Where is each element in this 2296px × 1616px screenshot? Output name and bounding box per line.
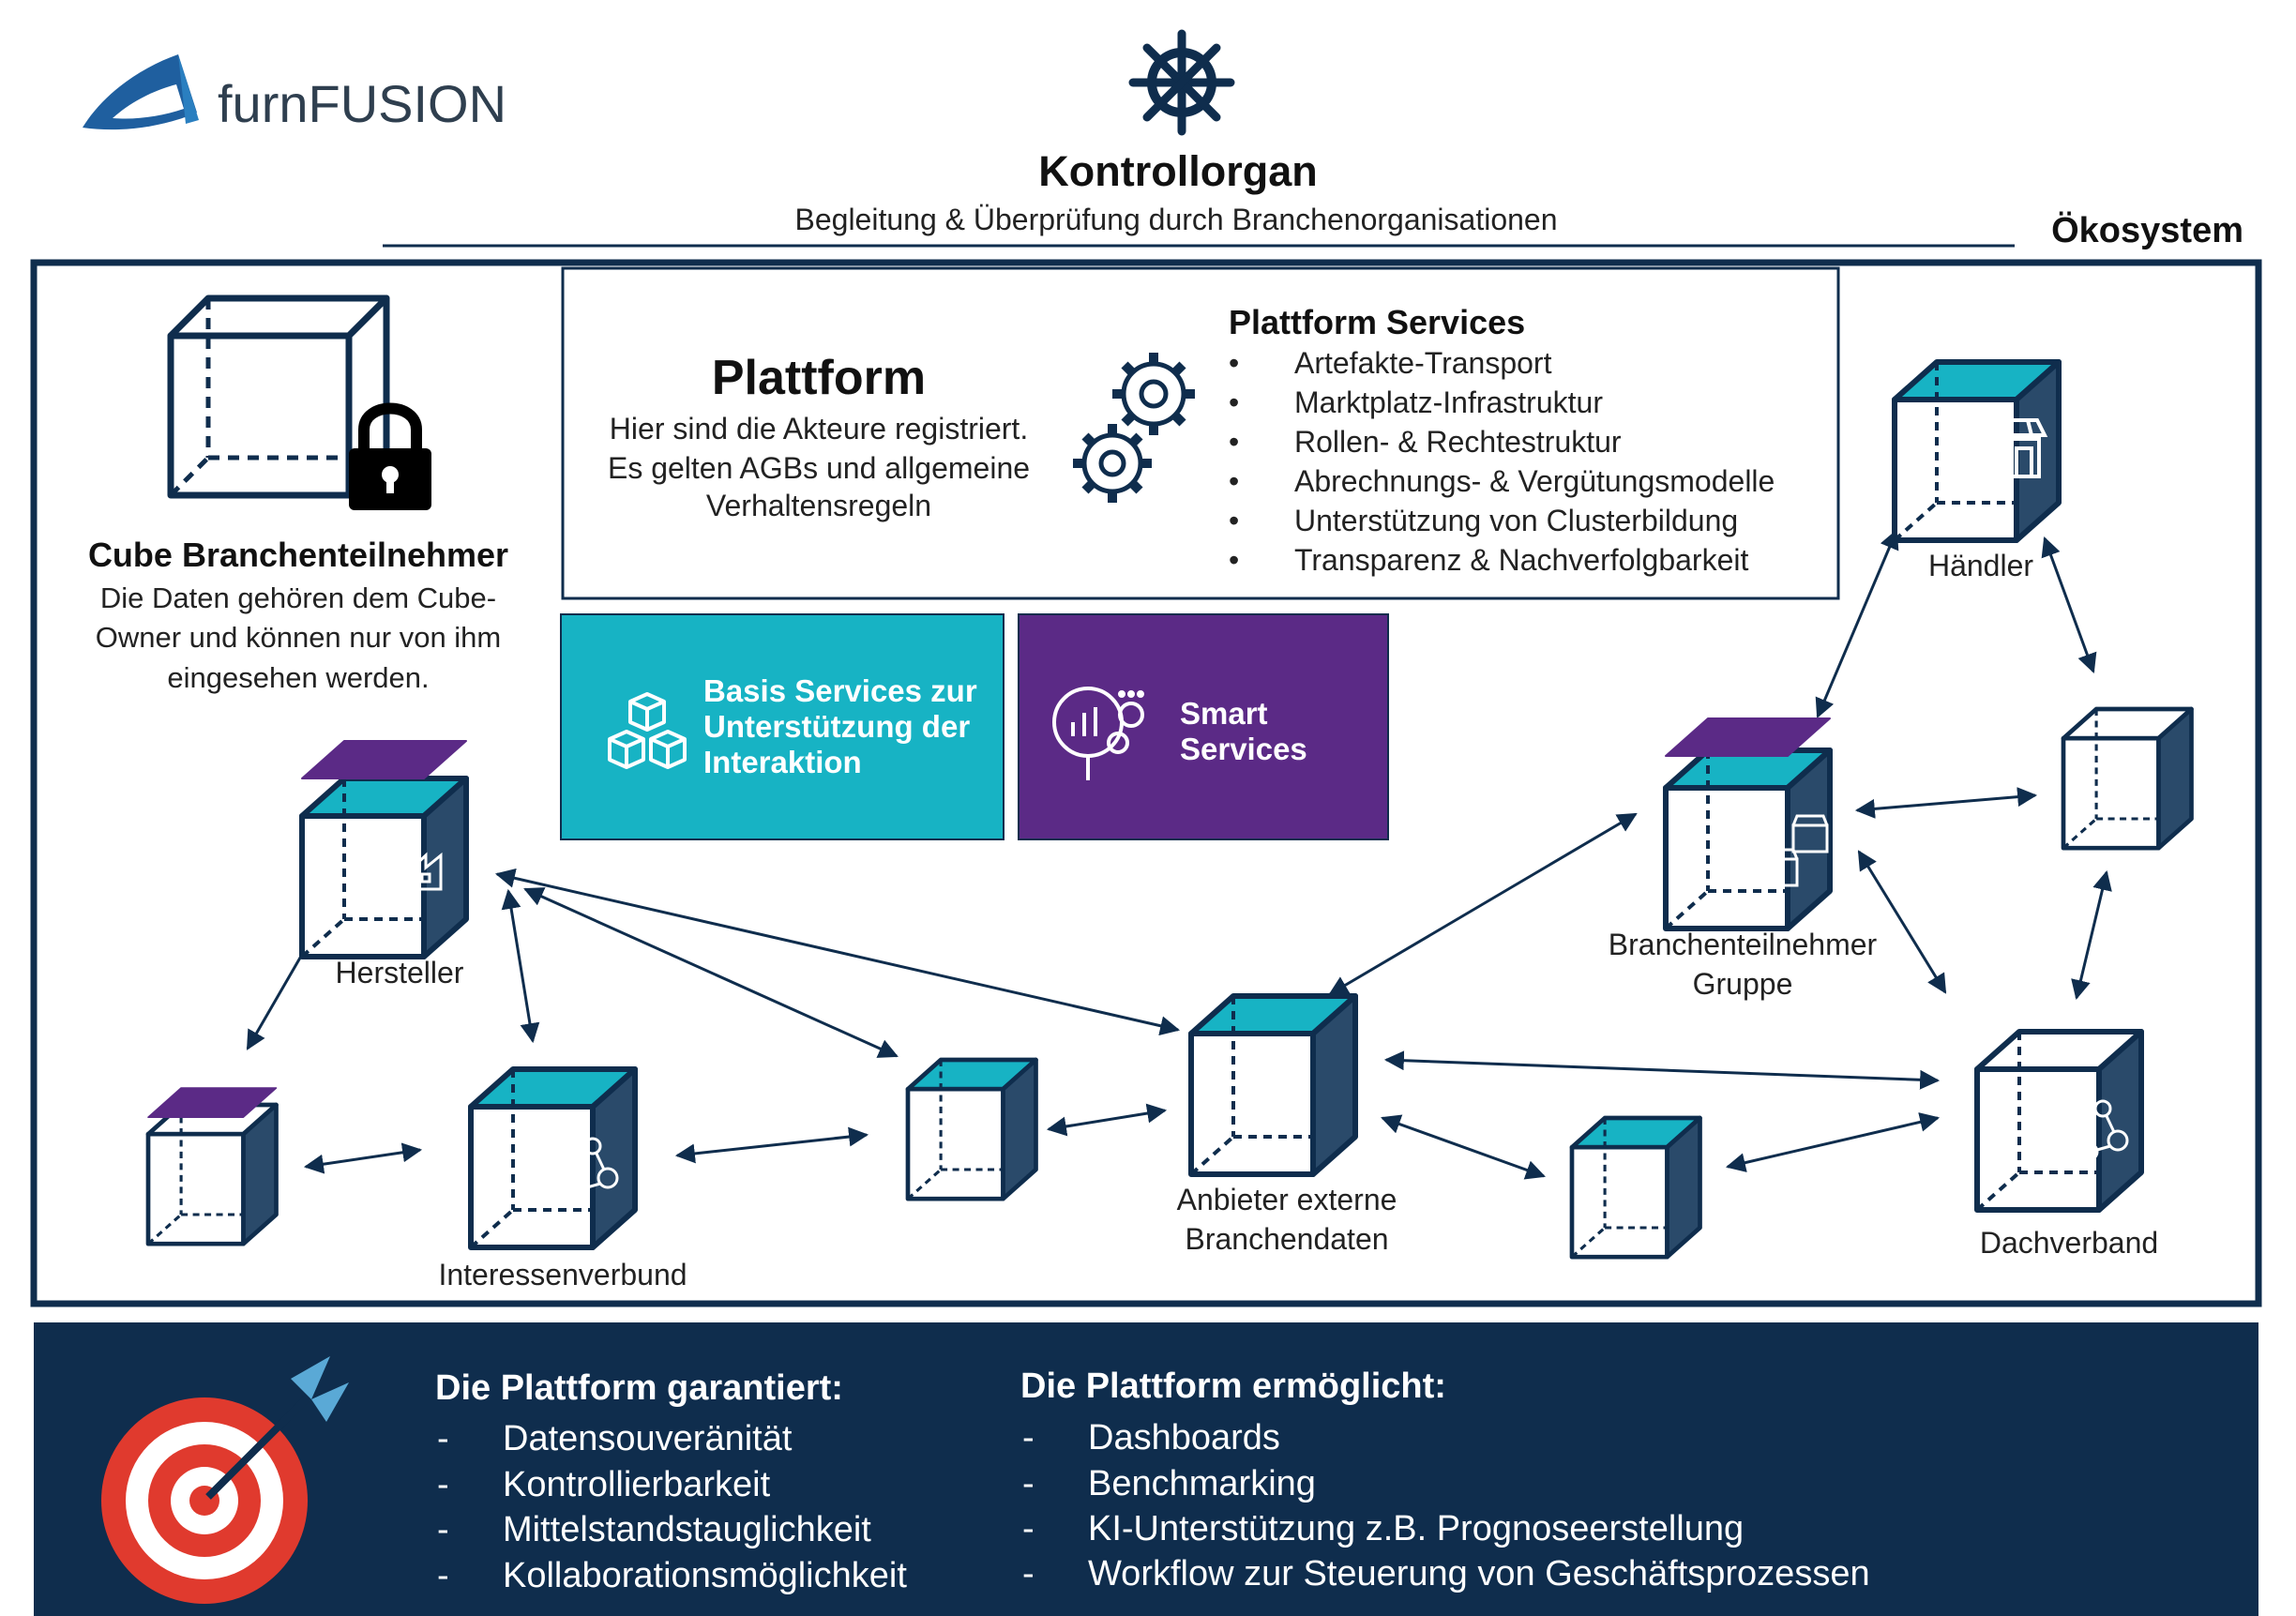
node-cube-small[interactable] <box>2063 709 2192 848</box>
service-item: Unterstützung von Clusterbildung <box>1294 504 1738 537</box>
platform-services-title: Plattform Services <box>1229 303 1525 341</box>
svg-text:•: • <box>1229 425 1239 459</box>
svg-text:-: - <box>1022 1418 1035 1457</box>
svg-text:-: - <box>437 1465 449 1504</box>
svg-text:-: - <box>437 1419 449 1458</box>
factory-icon <box>383 838 443 891</box>
ermoeglicht-title: Die Plattform ermöglicht: <box>1020 1367 1446 1406</box>
node-label: Branchenteilnehmer <box>1609 928 1878 961</box>
svg-text:-: - <box>1022 1554 1035 1593</box>
svg-text:•: • <box>1229 385 1239 419</box>
node-label: Interessenverbund <box>438 1258 687 1291</box>
basis-services-line: Unterstützung der <box>703 709 970 744</box>
node-interessenverbund[interactable]: Interessenverbund <box>438 1069 687 1291</box>
node-label: Anbieter externe <box>1177 1183 1397 1216</box>
node-cube-small[interactable] <box>1572 1118 1700 1257</box>
node-label: Branchendaten <box>1185 1222 1388 1256</box>
ermoeglicht-item: Dashboards <box>1088 1418 1280 1457</box>
service-item: Artefakte-Transport <box>1294 346 1552 380</box>
analytics-icon <box>1052 687 1144 780</box>
svg-text:-: - <box>1022 1509 1035 1548</box>
ermoeglicht-item: KI-Unterstützung z.B. Prognoseerstellung <box>1088 1509 1744 1548</box>
ermoeglicht-item: Benchmarking <box>1088 1464 1316 1503</box>
platform-desc-line: Es gelten AGBs und allgemeine <box>608 451 1030 485</box>
header-title: Kontrollorgan <box>1038 147 1317 195</box>
node-branchenteilnehmer-gruppe[interactable]: Branchenteilnehmer Gruppe <box>1609 717 1878 1001</box>
stores-icon <box>1745 805 1829 887</box>
node-haendler[interactable]: Händler <box>1895 362 2059 582</box>
cube-owner-desc-line: Owner und können nur von ihm <box>96 621 502 654</box>
svg-text:•: • <box>1229 464 1239 498</box>
cube-owner-desc-line: eingesehen werden. <box>167 661 429 694</box>
basis-services-line: Basis Services zur <box>703 673 977 708</box>
brand-logo[interactable]: furnFUSION <box>83 54 506 133</box>
cubes-icon <box>608 692 687 769</box>
node-label: Dachverband <box>1980 1226 2158 1260</box>
platform-desc-line: Verhaltensregeln <box>706 489 931 522</box>
node-dachverband[interactable]: Dachverband <box>1977 1032 2158 1260</box>
ship-wheel-icon <box>1128 29 1235 136</box>
garantiert-list: - Datensouveränität - Kontrollierbarkeit -… <box>437 1419 907 1595</box>
platform-services-list: • Artefakte-Transport • Marktplatz-Infrast… <box>1229 346 1775 577</box>
platform-box <box>561 266 1840 600</box>
store-icon <box>1973 418 2048 478</box>
node-label: Händler <box>1928 549 2033 582</box>
network-icon <box>555 1137 619 1199</box>
node-hersteller[interactable]: Hersteller <box>302 740 466 989</box>
brand-name: furnFUSION <box>218 74 506 133</box>
target-icon <box>101 1356 349 1604</box>
basis-services-box[interactable]: Basis Services zur Unterstützung der Int… <box>560 613 1004 840</box>
cube-owner-title: Cube Branchenteilnehmer <box>88 536 508 574</box>
svg-text:-: - <box>1022 1464 1035 1503</box>
connections <box>246 529 2112 1180</box>
service-item: Rollen- & Rechtestruktur <box>1294 425 1622 459</box>
basis-services-line: Interaktion <box>703 745 862 779</box>
garantiert-item: Datensouveränität <box>503 1419 793 1458</box>
footer-panel <box>34 1322 2258 1616</box>
node-label: Hersteller <box>336 956 464 989</box>
service-item: Transparenz & Nachverfolgbarkeit <box>1294 543 1748 577</box>
node-label: Gruppe <box>1693 967 1793 1001</box>
smart-services-line: Smart <box>1180 696 1268 731</box>
garantiert-item: Kontrollierbarkeit <box>503 1465 771 1504</box>
ecosystem-frame <box>30 259 2262 1307</box>
platform-desc-line: Hier sind die Akteure registriert. <box>610 412 1028 446</box>
garantiert-item: Mittelstandstauglichkeit <box>503 1510 871 1549</box>
svg-text:•: • <box>1229 504 1239 537</box>
svg-text:-: - <box>437 1510 449 1549</box>
node-cube-small[interactable] <box>148 1087 277 1244</box>
garantiert-title: Die Plattform garantiert: <box>435 1368 843 1408</box>
garantiert-item: Kollaborationsmöglichkeit <box>503 1556 907 1595</box>
svg-text:•: • <box>1229 346 1239 380</box>
smart-services-box[interactable]: Smart Services <box>1018 613 1389 840</box>
smart-services-line: Services <box>1180 732 1307 766</box>
cube-owner-desc-line: Die Daten gehören dem Cube- <box>100 581 496 614</box>
furnfusion-logo-icon <box>83 54 199 130</box>
ecosystem-label: Ökosystem <box>2051 210 2243 250</box>
node-cube-small[interactable] <box>908 1060 1036 1199</box>
svg-text:•: • <box>1229 543 1239 577</box>
network-icon <box>2065 1099 2129 1161</box>
gears-icon <box>1073 353 1195 503</box>
ermoeglicht-list: - Dashboards - Benchmarking - KI-Unterstütz… <box>1022 1418 1870 1593</box>
service-item: Abrechnungs- & Vergütungsmodelle <box>1294 464 1775 498</box>
platform-title: Plattform <box>712 351 926 405</box>
ermoeglicht-item: Workflow zur Steuerung von Geschäftsproz… <box>1088 1554 1870 1593</box>
node-anbieter-externe-branchendaten[interactable]: Anbieter externe Branchendaten <box>1177 996 1397 1256</box>
svg-text:-: - <box>437 1556 449 1595</box>
service-item: Marktplatz-Infrastruktur <box>1294 385 1603 419</box>
header-subtitle: Begleitung & Überprüfung durch Brancheno… <box>795 203 1558 236</box>
lock-icon <box>349 402 431 510</box>
